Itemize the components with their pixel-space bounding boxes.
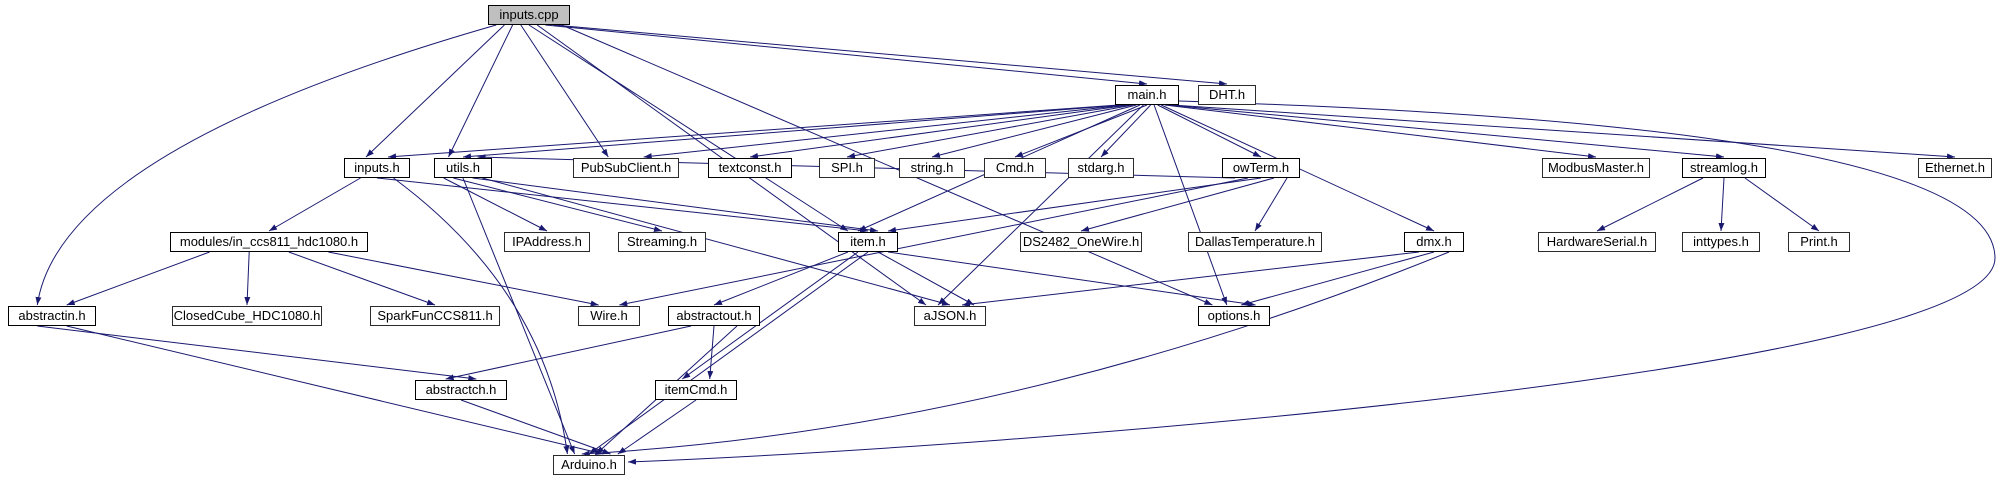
- edge-inputs_h-to-modules_h: [268, 177, 361, 232]
- edge-abstractch_h-to-arduino_h: [460, 399, 611, 455]
- edge-owterm_h-to-wire_h: [619, 177, 1249, 307]
- node-dmx_h[interactable]: dmx.h: [1404, 232, 1464, 252]
- edge-main_h-to-spi_h: [846, 104, 1133, 159]
- edge-main_h-to-ajson_h: [937, 104, 1144, 306]
- edge-modules_h-to-wire_h: [328, 251, 599, 307]
- edge-utils_h-to-ajson_h: [482, 177, 951, 306]
- edge-inputs_cpp-to-inputs_h: [365, 24, 505, 158]
- edge-inputs_cpp-to-pubsubclient_h: [520, 24, 609, 158]
- edge-main_h-to-utils_h: [462, 104, 1123, 160]
- edge-main_h-to-streamlog_h: [1168, 104, 1725, 160]
- edge-item_h-to-abstractout_h: [713, 251, 849, 306]
- node-spi_h: SPI.h: [819, 158, 875, 178]
- edge-main_h-to-owterm_h: [1157, 104, 1262, 158]
- node-dallastemp_h: DallasTemperature.h: [1188, 232, 1322, 252]
- node-abstractin_h[interactable]: abstractin.h: [8, 306, 96, 326]
- node-textconst_h[interactable]: textconst.h: [708, 158, 792, 178]
- edge-inputs_cpp-to-options_h: [561, 24, 1213, 306]
- edge-dmx_h-to-ajson_h: [961, 251, 1420, 308]
- edge-main_h-to-cmd_h: [1014, 104, 1148, 158]
- edge-dmx_h-to-arduino_h: [581, 251, 1450, 457]
- edge-inputs_cpp-to-abstractin_h: [35, 24, 497, 306]
- node-print_h: Print.h: [1788, 232, 1850, 252]
- node-hardwareserial_h: HardwareSerial.h: [1538, 232, 1656, 252]
- node-arduino_h: Arduino.h: [553, 455, 625, 475]
- edge-modules_h-to-sparkfun_h: [288, 251, 436, 306]
- edge-owterm_h-to-dallastemp_h: [1254, 177, 1288, 232]
- edge-inputs_h-to-item_h: [376, 177, 869, 234]
- edge-inputs_cpp-to-main_h: [545, 24, 1148, 87]
- edge-owterm_h-to-ds2482_h: [1080, 177, 1275, 232]
- edge-main_h-to-stdarg_h: [1100, 104, 1151, 158]
- node-wire_h: Wire.h: [578, 306, 640, 326]
- edge-main_h-to-pubsubclient_h: [643, 104, 1126, 160]
- node-inttypes_h: inttypes.h: [1682, 232, 1760, 252]
- node-closedcube_h: ClosedCube_HDC1080.h: [172, 306, 322, 326]
- edge-inputs_cpp-to-dht_h: [553, 24, 1228, 87]
- edge-utils_h-to-streaming_h: [453, 177, 663, 232]
- node-item_h[interactable]: item.h: [838, 232, 898, 252]
- edge-abstractout_h-to-abstractch_h: [445, 325, 692, 381]
- edge-main_h-to-arduino_h: [627, 100, 1996, 465]
- node-modules_h[interactable]: modules/in_ccs811_hdc1080.h: [170, 232, 368, 252]
- node-itemcmd_h[interactable]: itemCmd.h: [655, 380, 737, 400]
- edge-main_h-to-textconst_h: [749, 104, 1130, 159]
- edge-itemcmd_h-to-arduino_h: [617, 399, 697, 455]
- edge-main_h-to-inputs_h: [387, 104, 1119, 160]
- node-ajson_h: aJSON.h: [914, 306, 986, 326]
- edge-modules_h-to-abstractin_h: [66, 251, 210, 306]
- edge-streamlog_h-to-inttypes_h: [1718, 177, 1725, 232]
- node-cmd_h: Cmd.h: [984, 158, 1046, 178]
- edge-abstractin_h-to-arduino_h: [66, 325, 604, 456]
- node-pubsubclient_h: PubSubClient.h: [573, 158, 679, 178]
- edge-streamlog_h-to-hardwareserial_h: [1596, 177, 1704, 232]
- node-inputs_h[interactable]: inputs.h: [344, 158, 410, 178]
- edge-utils_h-to-ipaddress_h: [443, 177, 548, 232]
- edge-abstractout_h-to-itemcmd_h: [707, 325, 715, 380]
- edge-dmx_h-to-options_h: [1241, 251, 1435, 306]
- node-owterm_h[interactable]: owTerm.h: [1222, 158, 1300, 178]
- node-main_h[interactable]: main.h: [1115, 85, 1179, 105]
- edge-streamlog_h-to-print_h: [1744, 177, 1820, 232]
- node-dht_h: DHT.h: [1198, 85, 1256, 105]
- edge-main_h-to-ethernet_h: [1171, 104, 1956, 160]
- edge-inputs_cpp-to-item_h: [528, 24, 849, 232]
- node-stdarg_h: stdarg.h: [1068, 158, 1134, 178]
- node-abstractch_h[interactable]: abstractch.h: [415, 380, 507, 400]
- edge-abstractin_h-to-abstractch_h: [37, 325, 477, 382]
- edge-item_h-to-ajson_h: [877, 251, 975, 306]
- node-ds2482_h: DS2482_OneWire.h: [1020, 232, 1142, 252]
- node-ipaddress_h: IPAddress.h: [504, 232, 590, 252]
- node-string_h: string.h: [899, 158, 965, 178]
- node-abstractout_h[interactable]: abstractout.h: [668, 306, 760, 326]
- node-inputs_cpp: inputs.cpp: [488, 5, 570, 25]
- node-options_h[interactable]: options.h: [1198, 306, 1270, 326]
- node-utils_h[interactable]: utils.h: [434, 158, 492, 178]
- edge-main_h-to-string_h: [931, 104, 1137, 158]
- edge-item_h-to-arduino_h: [588, 251, 869, 455]
- node-sparkfun_h: SparkFunCCS811.h: [370, 306, 500, 326]
- node-streaming_h: Streaming.h: [618, 232, 706, 252]
- edge-item_h-to-options_h: [887, 251, 1256, 307]
- edge-inputs_cpp-to-utils_h: [448, 24, 514, 158]
- node-modbusmaster_h: ModbusMaster.h: [1542, 158, 1650, 178]
- edge-main_h-to-options_h: [1153, 104, 1228, 306]
- node-streamlog_h[interactable]: streamlog.h: [1682, 158, 1766, 178]
- edge-modules_h-to-closedcube_h: [244, 251, 251, 306]
- edge-utils_h-to-arduino_h: [462, 177, 576, 455]
- edge-utils_h-to-item_h: [472, 177, 879, 233]
- edge-inputs_h-to-arduino_h: [393, 177, 570, 455]
- edge-owterm_h-to-item_h: [887, 177, 1262, 233]
- node-ethernet_h: Ethernet.h: [1918, 158, 1992, 178]
- edge-main_h-to-modbusmaster_h: [1164, 104, 1597, 160]
